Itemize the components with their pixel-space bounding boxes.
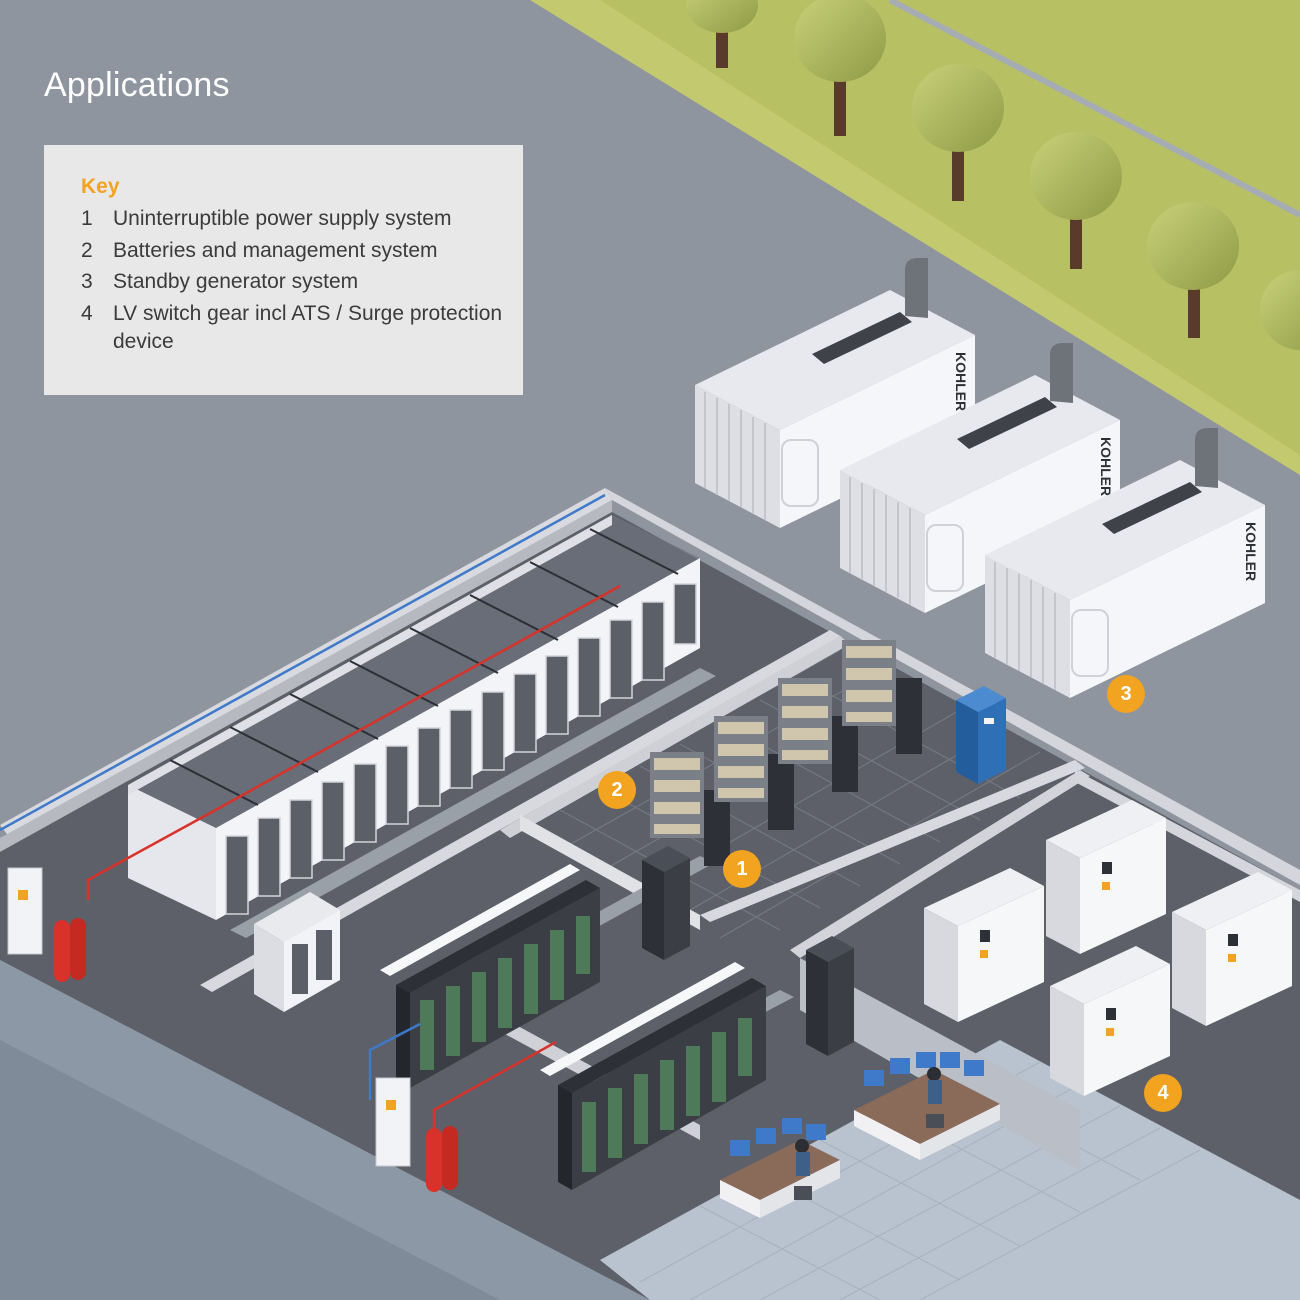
blue-pipe xyxy=(0,493,606,832)
ats-cabinet xyxy=(956,686,1006,784)
key-item-label: LV switch gear incl ATS / Surge protecti… xyxy=(113,301,503,353)
ups-cabinet-2 xyxy=(806,936,854,1056)
key-item-label: Batteries and management system xyxy=(113,238,438,262)
hot-aisle-containment xyxy=(86,515,700,920)
marker-batteries: 2 xyxy=(598,771,636,809)
outside-strip-shade xyxy=(0,1040,500,1300)
generator-unit-1: KOHLER xyxy=(695,258,975,528)
control-desk-2 xyxy=(854,1052,1000,1160)
generator-unit-3: KOHLER xyxy=(985,428,1265,698)
marker-switchgear: 4 xyxy=(1144,1074,1182,1112)
switchgear-units xyxy=(924,800,1292,1096)
server-rack-row-2 xyxy=(540,962,766,1190)
blue-pipe-rows xyxy=(368,1022,421,1100)
generator-brand-label: KOHLER xyxy=(953,352,969,411)
marker-generator: 3 xyxy=(1107,675,1145,713)
key-item-label: Uninterruptible power supply system xyxy=(113,207,452,230)
page-title: Applications xyxy=(44,66,230,104)
key-item: 2 Batteries and management system xyxy=(81,237,523,265)
key-item-number: 3 xyxy=(81,270,93,293)
grass-strip xyxy=(530,0,1300,475)
generator-brand-label: KOHLER xyxy=(1098,437,1114,496)
marker-ups: 1 xyxy=(723,850,761,888)
server-block-small xyxy=(254,892,340,1012)
control-desk-1 xyxy=(720,1118,840,1218)
key-panel: Key 1 Uninterruptible power supply syste… xyxy=(44,145,523,395)
key-item-number: 4 xyxy=(81,301,93,325)
generator-brand-label: KOHLER xyxy=(1243,522,1259,581)
server-rack-row-1 xyxy=(380,864,600,1088)
tree-row xyxy=(686,0,1300,350)
generator-unit-2: KOHLER xyxy=(840,343,1120,613)
tree-icon xyxy=(1030,132,1122,269)
key-item: 4 LV switch gear incl ATS / Surge protec… xyxy=(81,300,523,356)
tree-icon xyxy=(1260,270,1300,350)
key-item-number: 1 xyxy=(81,207,93,230)
tree-icon xyxy=(686,0,758,68)
tree-icon xyxy=(912,64,1004,201)
key-item-label: Standby generator system xyxy=(113,270,359,293)
battery-racks xyxy=(650,640,922,866)
control-room-floor xyxy=(600,1040,1300,1300)
key-item: 3 Standby generator system xyxy=(81,268,523,296)
fire-suppression-left xyxy=(7,867,86,982)
key-list: 1 Uninterruptible power supply system 2 … xyxy=(81,205,523,356)
ups-cabinet-1 xyxy=(642,846,690,960)
key-title: Key xyxy=(81,175,120,198)
tree-icon xyxy=(1147,202,1239,338)
fire-suppression-bottom xyxy=(375,1040,557,1192)
key-item-number: 2 xyxy=(81,238,93,262)
key-item: 1 Uninterruptible power supply system xyxy=(81,205,523,233)
standby-generators: KOHLER KOHLER KOHLER xyxy=(695,258,1265,698)
tree-icon xyxy=(794,0,886,136)
